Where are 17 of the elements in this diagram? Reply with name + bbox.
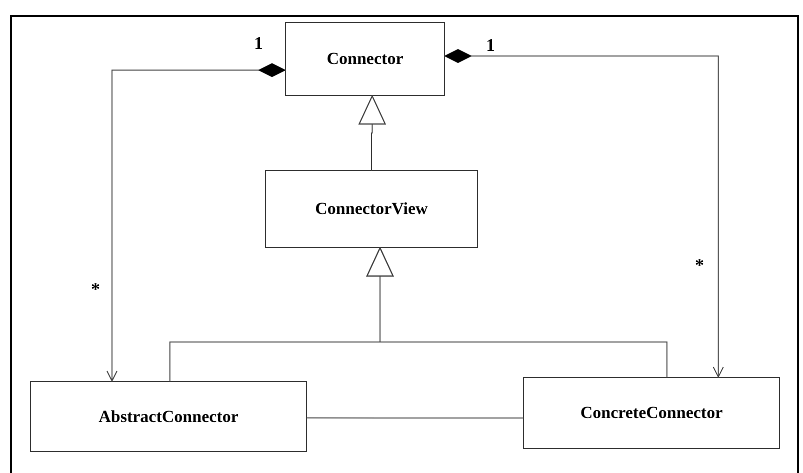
association-line [306, 417, 524, 419]
class-name: Connector [326, 49, 404, 69]
class-box [265, 170, 478, 248]
composition-line [444, 49, 724, 378]
class-box [285, 22, 445, 96]
multiplicity-label: * [91, 280, 100, 298]
multiplicity-label: * [695, 256, 704, 274]
class-box [523, 377, 780, 449]
inheritance-arrow [358, 95, 386, 170]
class-name: ConcreteConnector [580, 403, 723, 423]
composition-line [106, 63, 286, 382]
multiplicity-label: 1 [486, 36, 495, 54]
class-box [30, 381, 307, 452]
class-name: AbstractConnector [98, 406, 238, 426]
inheritance-arrow [366, 247, 668, 378]
class-name: ConnectorView [315, 199, 428, 219]
multiplicity-label: 1 [254, 34, 263, 52]
